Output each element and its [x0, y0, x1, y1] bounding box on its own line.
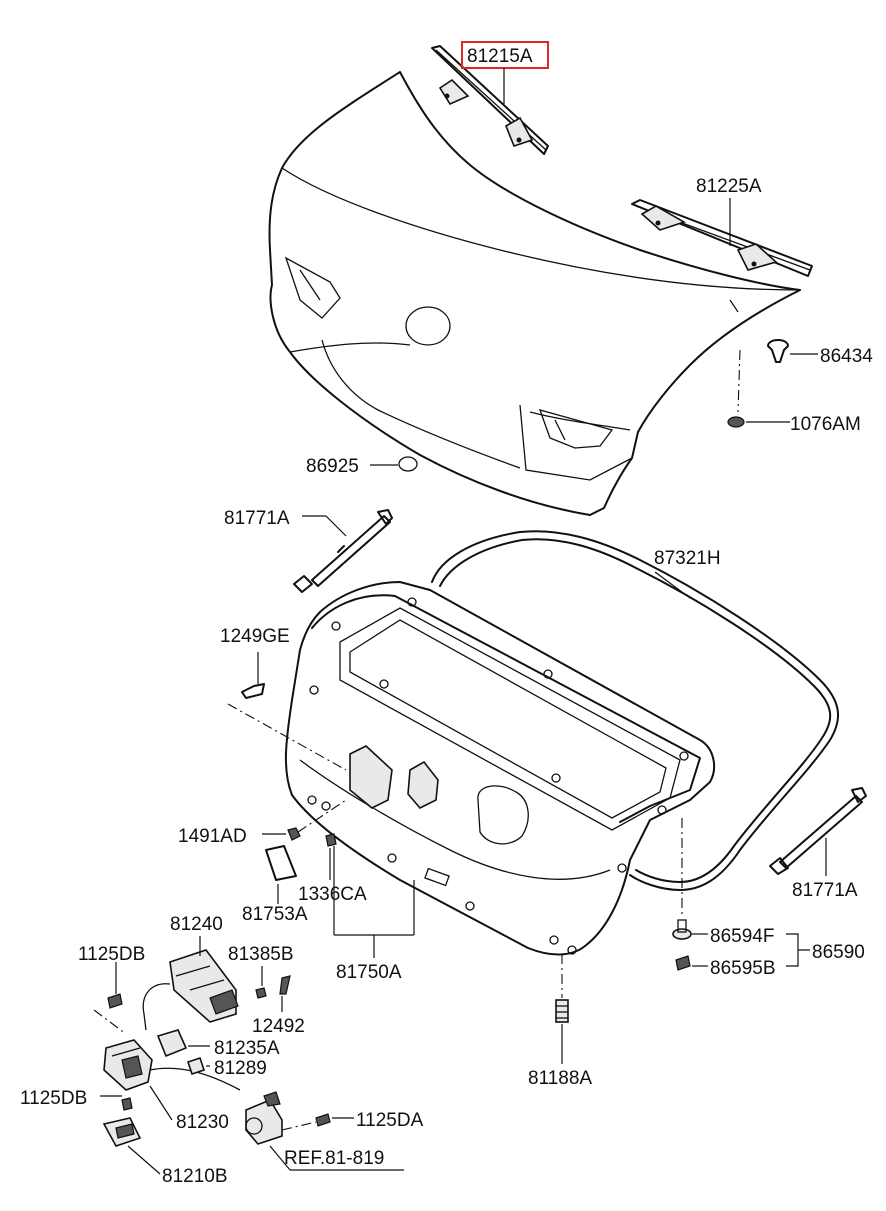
gas-lifter-81771A-right: [769, 787, 867, 876]
weatherstrip-81215A: [431, 45, 549, 155]
label-1336CA[interactable]: 1336CA: [298, 884, 367, 905]
label-86925[interactable]: 86925: [306, 456, 359, 477]
clip-1336CA: [325, 833, 337, 880]
key-cylinder: [245, 1091, 404, 1171]
gas-lifter-81771A-left: [293, 509, 393, 593]
label-81771A-top[interactable]: 81771A: [224, 508, 290, 529]
highlight-box-81215A: [461, 41, 549, 69]
bolt-12492: [279, 975, 291, 1012]
label-81188A[interactable]: 81188A: [528, 1068, 592, 1089]
bolt-1249GE: [227, 652, 347, 771]
clip-81289: [186, 1056, 210, 1076]
plug-86925: [370, 456, 418, 472]
label-86434[interactable]: 86434: [820, 346, 873, 367]
label-81385B[interactable]: 81385B: [228, 944, 294, 965]
label-81289[interactable]: 81289: [214, 1058, 267, 1079]
bumper-86594F: [672, 919, 708, 940]
actuator-81240: [142, 936, 239, 1031]
weatherstrip-87321H: [431, 530, 840, 891]
label-81210B[interactable]: 81210B: [162, 1166, 228, 1187]
label-81230[interactable]: 81230: [176, 1112, 229, 1133]
grommet-1076AM: [727, 416, 790, 428]
label-1076AM[interactable]: 1076AM: [790, 414, 861, 435]
label-1125DB-top[interactable]: 1125DB: [78, 944, 145, 965]
label-87321H[interactable]: 87321H: [654, 548, 721, 569]
label-1249GE[interactable]: 1249GE: [220, 626, 290, 647]
label-86594F[interactable]: 86594F: [710, 926, 774, 947]
label-ref-81-819[interactable]: REF.81-819: [284, 1148, 384, 1169]
label-1125DA[interactable]: 1125DA: [356, 1110, 424, 1131]
label-1125DB-bottom[interactable]: 1125DB: [20, 1088, 87, 1109]
clip-1491AD: [262, 799, 347, 841]
trunk-lid-inner-panel-81750A: [284, 581, 716, 958]
clip-81385B: [255, 966, 267, 999]
label-81753A[interactable]: 81753A: [242, 904, 308, 925]
bumper-stop-86434: [767, 339, 818, 363]
bolt-1125DA: [281, 1113, 354, 1131]
label-81235A[interactable]: 81235A: [214, 1038, 280, 1059]
label-81225A[interactable]: 81225A: [696, 176, 762, 197]
bumper-86595B: [675, 955, 708, 971]
cover-81753A: [265, 845, 297, 904]
label-81215A[interactable]: 81215A: [467, 46, 533, 67]
label-1491AD[interactable]: 1491AD: [178, 826, 247, 847]
striker-81210B: [102, 1117, 161, 1175]
label-12492[interactable]: 12492: [252, 1016, 305, 1037]
bumper-81188A: [555, 999, 569, 1064]
weatherstrip-81225A: [631, 199, 813, 277]
label-81771A-right[interactable]: 81771A: [792, 880, 858, 901]
label-86595B[interactable]: 86595B: [710, 958, 776, 979]
label-81240[interactable]: 81240: [170, 914, 223, 935]
label-81750A[interactable]: 81750A: [336, 962, 402, 983]
label-86590[interactable]: 86590: [812, 942, 865, 963]
bracket-81235A: [156, 1029, 210, 1058]
bolt-1125DB-top: [93, 962, 127, 1035]
trunk-lid-outer-panel: [268, 71, 801, 516]
bolt-1125DB-bottom: [100, 1095, 133, 1111]
